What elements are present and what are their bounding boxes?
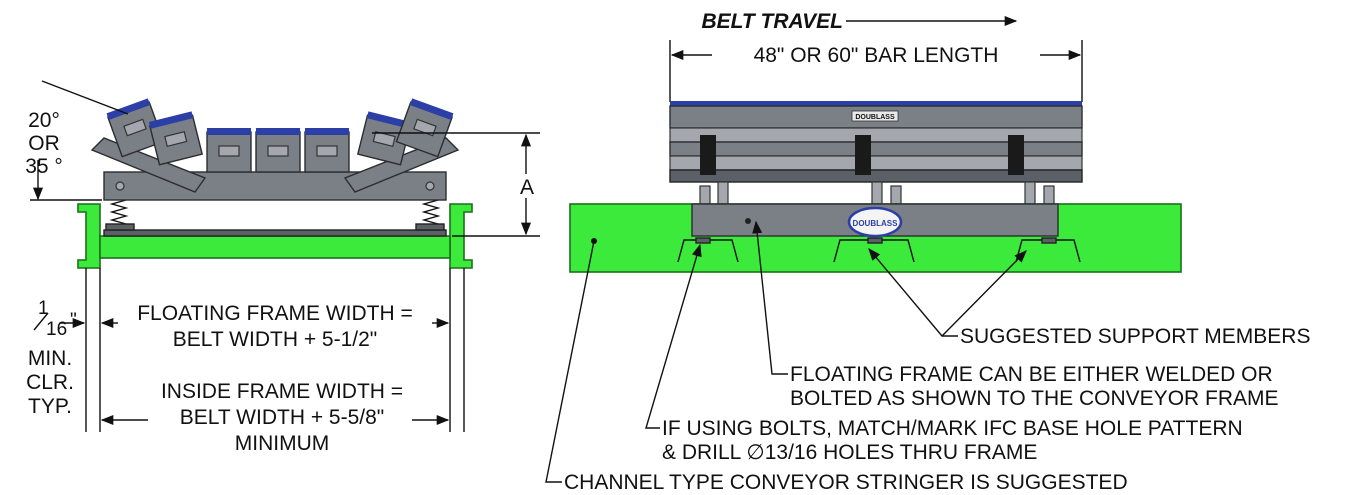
trough-angle-line (41, 80, 129, 115)
frame-leader (752, 220, 788, 375)
bar-clamp-1 (700, 135, 716, 175)
clearance-inch-mark: " (70, 310, 77, 331)
bar-length-label: 48" OR 60" BAR LENGTH (754, 44, 999, 67)
brand-logo-badge (847, 206, 903, 238)
inside-frame-width-line3: MINIMUM (235, 432, 329, 455)
inside-frame-width-line2: BELT WIDTH + 5-5/8" (180, 406, 384, 429)
idler-rolls (106, 98, 454, 173)
clearance-label-line3: TYP. (28, 395, 72, 418)
clearance-label-line1: MIN. (28, 347, 72, 370)
dimension-a-label: A (520, 176, 534, 199)
stringer-leader (545, 240, 595, 483)
bolts-callout-line1: IF USING BOLTS, MATCH/MARK IFC BASE HOLE… (662, 417, 1243, 440)
floating-frame-callout-line1: FLOATING FRAME CAN BE EITHER WELDED OR (790, 363, 1273, 386)
angle-label-line3: 35 ° (25, 155, 63, 178)
bar-clamp-3 (1008, 135, 1024, 175)
clearance-fraction-den: 16 (46, 319, 67, 340)
clearance-fraction-num: 1 (38, 298, 49, 319)
bolts-callout-line2: & DRILL ∅13/16 HOLES THRU FRAME (662, 441, 1037, 464)
inside-frame-width-line1: INSIDE FRAME WIDTH = (161, 380, 403, 403)
angle-label-line2: OR (28, 132, 60, 155)
bar-brand-label: DOUBLASS (855, 114, 895, 121)
floating-frame-width-line2: BELT WIDTH + 5-1/2" (173, 328, 377, 351)
bar-clamp-2 (855, 135, 871, 175)
floating-frame-callout-line2: BOLTED AS SHOWN TO THE CONVEYOR FRAME (790, 387, 1279, 410)
support-members-callout: SUGGESTED SUPPORT MEMBERS (960, 325, 1310, 348)
floating-frame-width-line1: FLOATING FRAME WIDTH = (137, 302, 413, 325)
belt-travel-label: BELT TRAVEL (701, 10, 843, 33)
right-side-view: BELT TRAVEL 48" OR 60" BAR LENGTH DOUBLA… (545, 10, 1310, 494)
stringer-callout: CHANNEL TYPE CONVEYOR STRINGER IS SUGGES… (564, 471, 1128, 494)
clearance-label-line2: CLR. (26, 371, 74, 394)
support-leader-2 (941, 250, 1027, 337)
support-members (677, 237, 1081, 263)
left-end-view: 20° OR 35 ° A 1 16 " MIN. CLR. TYP. FLOA… (25, 80, 540, 455)
impact-bed-bars: DOUBLASS (669, 101, 1083, 183)
angle-label-line1: 20° (28, 109, 60, 132)
brand-logo-text: DOUBLASS (853, 219, 899, 228)
support-posts (699, 181, 1055, 205)
bolt-leader (645, 243, 702, 429)
left-floating-frame (103, 195, 447, 237)
